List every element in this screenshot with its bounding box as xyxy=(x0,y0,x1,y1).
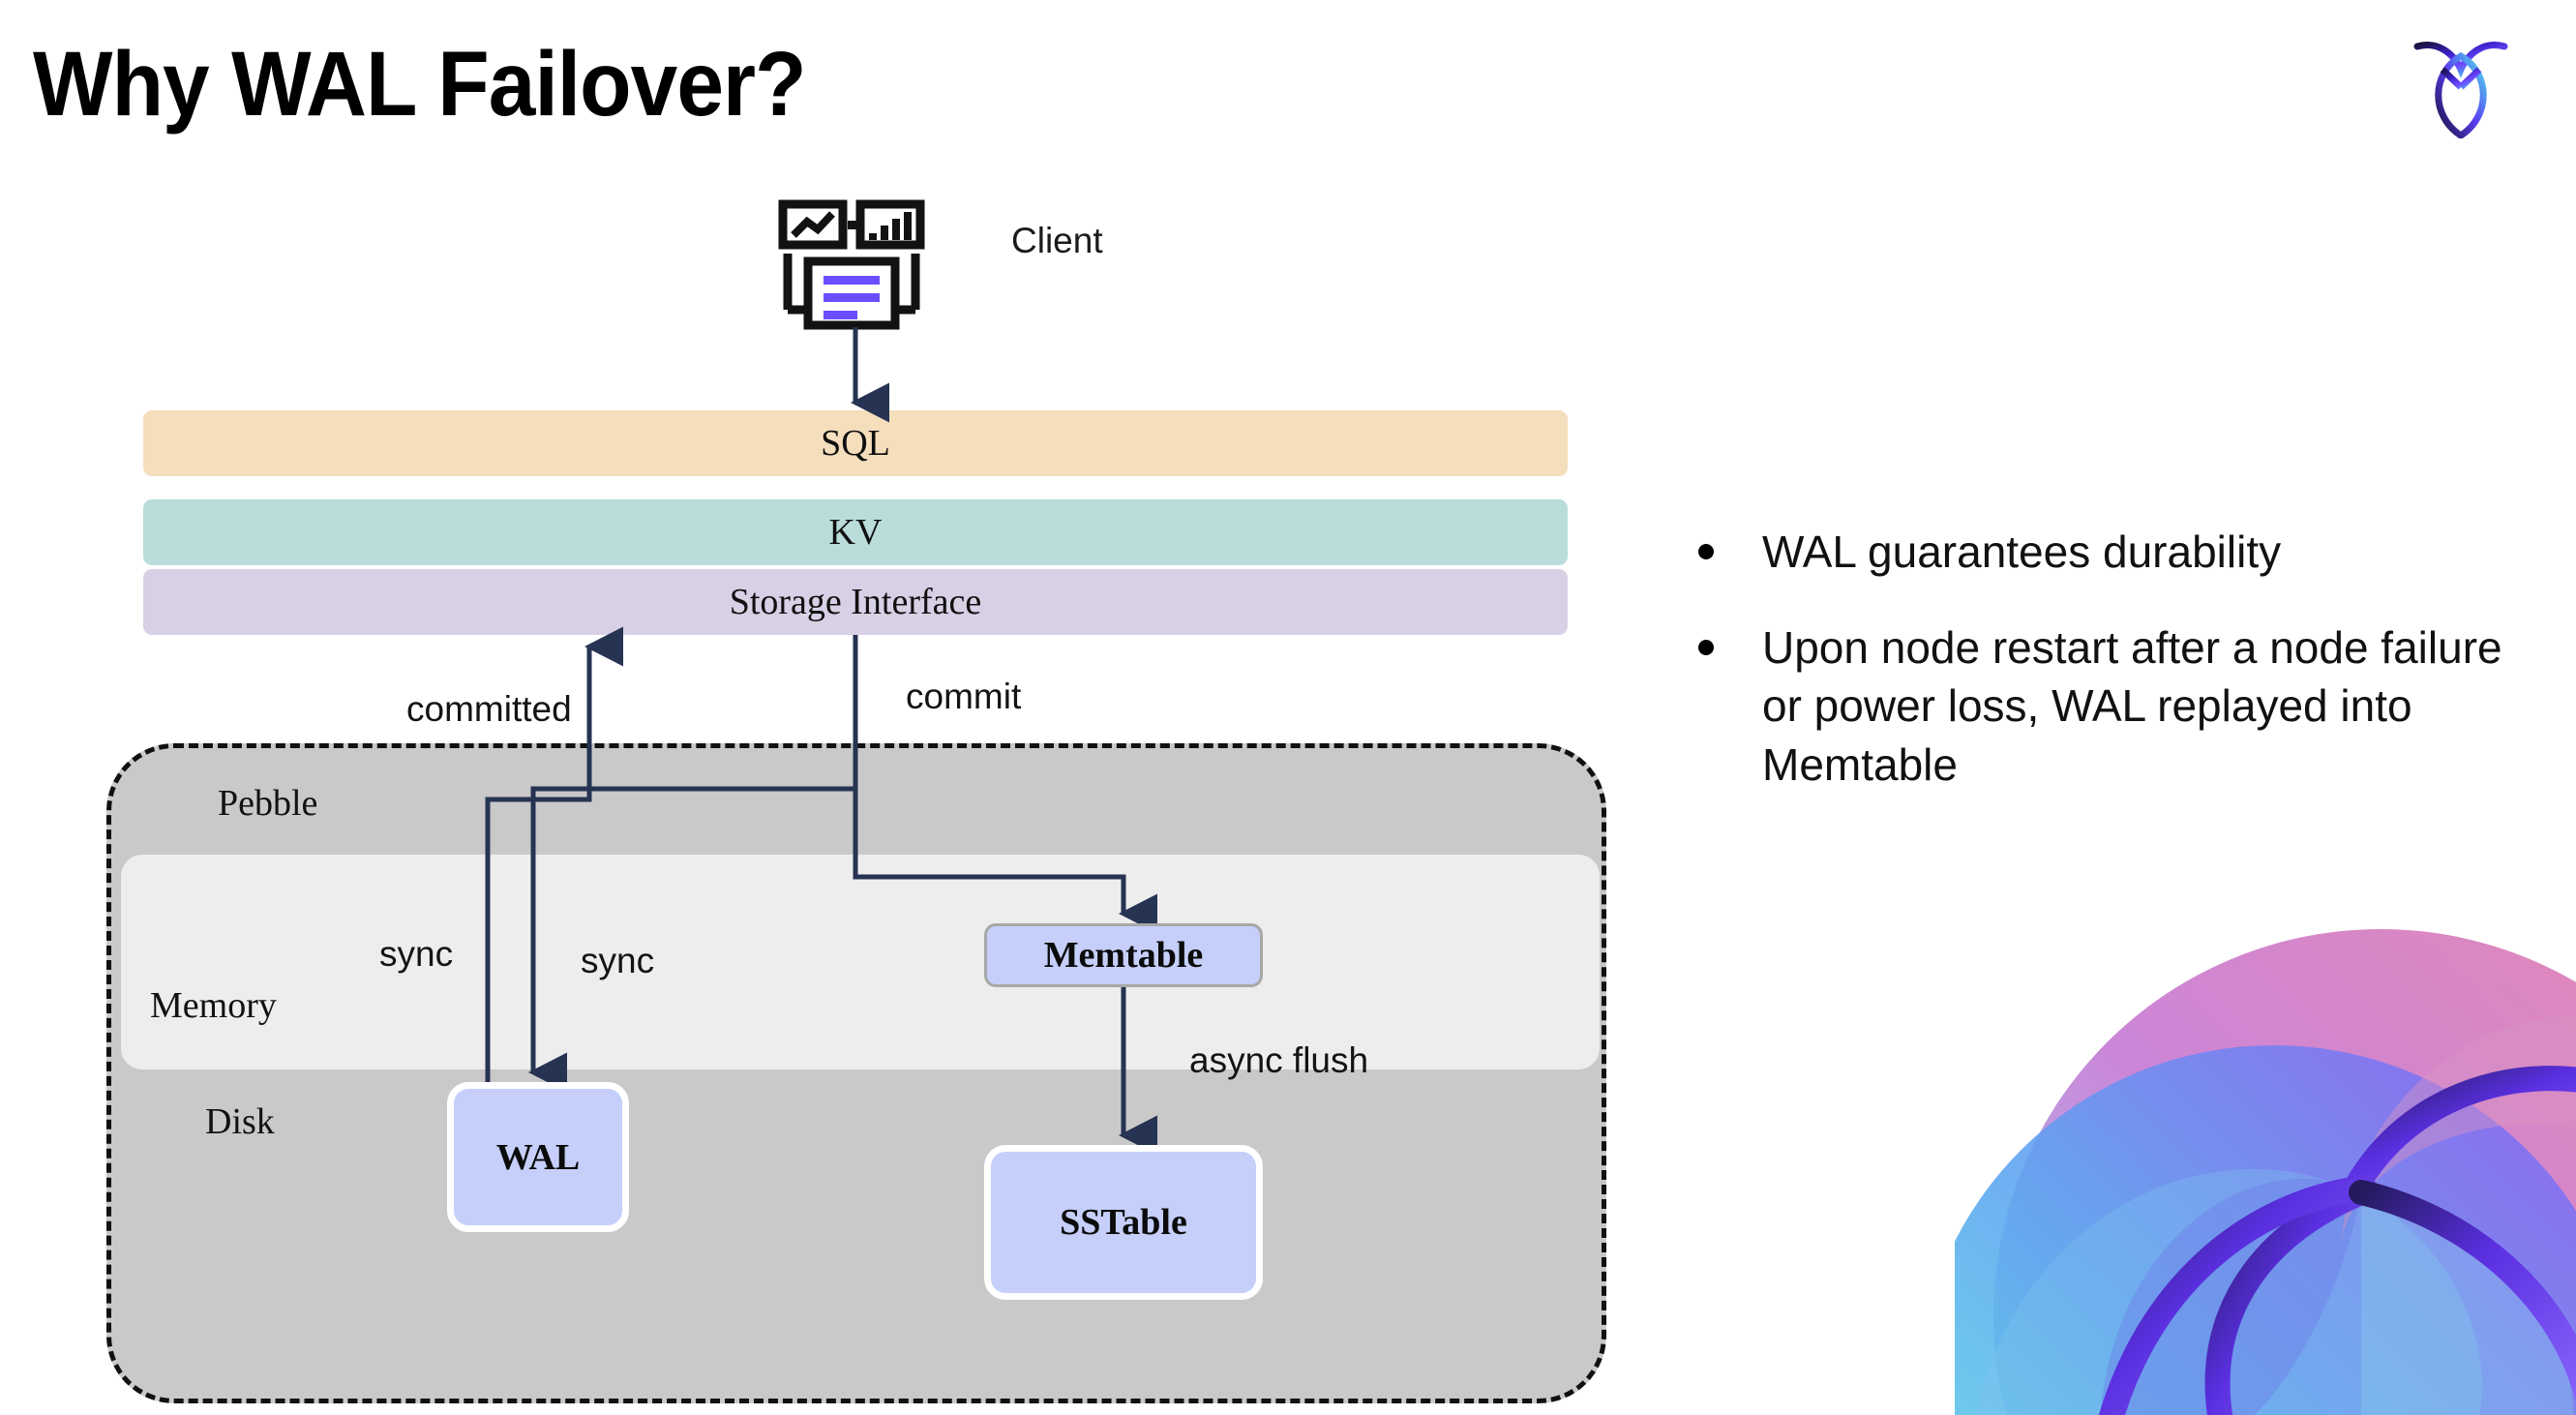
edge-label-sync-right: sync xyxy=(581,941,655,980)
memory-label: Memory xyxy=(150,985,277,1026)
node-wal: WAL xyxy=(447,1082,629,1232)
node-sstable-label: SSTable xyxy=(1060,1202,1187,1243)
node-wal-label: WAL xyxy=(495,1136,581,1178)
page-title: Why WAL Failover? xyxy=(33,33,806,135)
client-dashboard-icon xyxy=(772,194,927,348)
edge-label-commit: commit xyxy=(906,677,1022,716)
client-label: Client xyxy=(1011,221,1103,260)
layer-bar-storage: Storage Interface xyxy=(143,569,1568,635)
edge-label-committed: committed xyxy=(406,689,572,729)
bullet-text: Upon node restart after a node failure o… xyxy=(1762,621,2502,791)
list-item: Upon node restart after a node failure o… xyxy=(1698,618,2531,795)
bullet-dot-icon xyxy=(1698,544,1714,559)
edge-label-sync-left: sync xyxy=(379,934,454,974)
pebble-container xyxy=(106,743,1606,1403)
layer-label-sql: SQL xyxy=(821,423,890,464)
node-sstable: SSTable xyxy=(984,1145,1263,1300)
pebble-label: Pebble xyxy=(218,783,318,824)
decorative-logo-graphic xyxy=(1955,900,2576,1415)
edge-label-async-flush: async flush xyxy=(1189,1040,1369,1080)
cockroachdb-logo-icon xyxy=(2408,27,2514,140)
disk-label: Disk xyxy=(205,1101,275,1142)
bullet-text: WAL guarantees durability xyxy=(1762,527,2282,577)
layer-label-kv: KV xyxy=(828,512,883,553)
layer-bar-kv: KV xyxy=(143,499,1568,565)
memory-zone xyxy=(121,855,1600,1069)
list-item: WAL guarantees durability xyxy=(1698,523,2531,582)
layer-bar-sql: SQL xyxy=(143,410,1568,476)
layer-label-storage: Storage Interface xyxy=(729,582,982,622)
bullet-list: WAL guarantees durability Upon node rest… xyxy=(1698,523,2531,831)
node-memtable-label: Memtable xyxy=(1043,935,1204,976)
bullet-dot-icon xyxy=(1698,639,1714,655)
node-memtable: Memtable xyxy=(984,923,1263,987)
